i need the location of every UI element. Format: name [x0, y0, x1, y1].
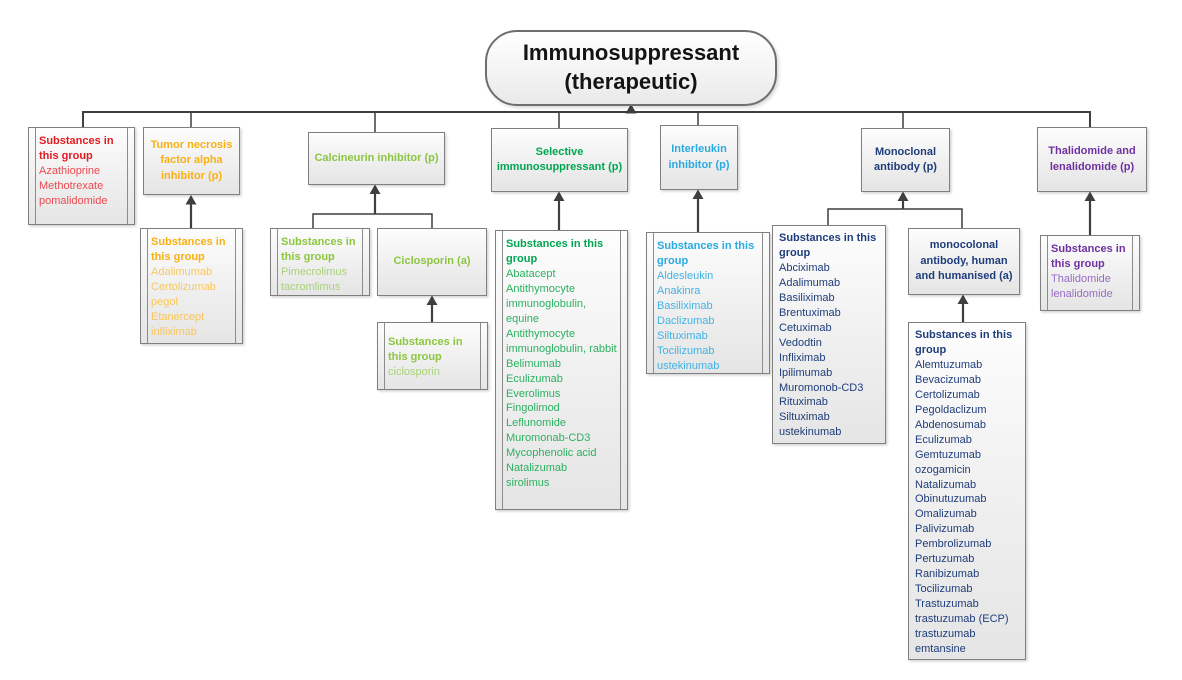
- substance-item: tacromlimus: [281, 280, 341, 293]
- substance-item: Trastuzumab: [915, 598, 979, 611]
- substance-item: Everolimus: [506, 387, 561, 400]
- node-interleukin-substances: Substances in this group Aldesleukin Ana…: [646, 232, 770, 374]
- substance-item: Natalizumab: [915, 478, 977, 491]
- node-thalidomide-substances: Substances in this group Thalidomide len…: [1040, 235, 1140, 311]
- substances-header: Substances in this group: [281, 236, 356, 263]
- node-calcineurin-inhibitor: Calcineurin inhibitor (p): [308, 132, 445, 185]
- group-label: Calcineurin inhibitor (p): [314, 151, 439, 164]
- substance-item: Certolizumab pegol: [151, 280, 216, 308]
- substance-item: Siltuximab: [657, 329, 708, 342]
- substance-item: Ranibizumab: [915, 568, 980, 581]
- group-label: monocolonal antibody, human and humanise…: [915, 239, 1013, 283]
- substance-item: Etanercept: [151, 310, 205, 323]
- substance-item: Basiliximab: [779, 291, 835, 304]
- substance-item: Azathioprine: [39, 164, 101, 177]
- substance-item: Gemtuzumab ozogamicin: [915, 448, 982, 476]
- substance-item: Rituximab: [779, 396, 828, 409]
- substances-header: Substances in this group: [151, 236, 226, 263]
- substance-item: Tocilizumab: [657, 344, 715, 357]
- substance-item: Abdenosumab: [915, 418, 986, 431]
- group-label: Ciclosporin (a): [393, 255, 471, 268]
- substance-item: Siltuximab: [779, 411, 830, 424]
- group-label: Tumor necrosis factor alpha inhibitor (p…: [150, 138, 233, 182]
- node-monoclonal-substances: Substances in this group Abciximab Adali…: [772, 225, 886, 444]
- substances-header: Substances in this group: [1051, 243, 1126, 270]
- node-ciclosporin: Ciclosporin (a): [377, 228, 487, 296]
- substance-item: Tocilizumab: [915, 583, 973, 596]
- substance-item: Fingolimod: [506, 402, 560, 415]
- node-monoclonal-human-humanised: monocolonal antibody, human and humanise…: [908, 228, 1020, 295]
- substance-item: Basiliximab: [657, 299, 713, 312]
- substance-item: Abatacept: [506, 267, 556, 280]
- substances-header: Substances in this group: [779, 232, 877, 259]
- substance-item: Bevacizumab: [915, 373, 982, 386]
- group-label: Selective immunosuppressant (p): [496, 145, 623, 173]
- substance-item: Alemtuzumab: [915, 358, 983, 371]
- group-label: Monoclonal antibody (p): [874, 145, 937, 173]
- node-monoclonal-human-substances: Substances in this group Alemtuzumab Bev…: [908, 322, 1026, 660]
- substance-item: Mycophenolic acid: [506, 447, 597, 460]
- substance-item: trastuzumab emtansine: [915, 628, 976, 656]
- substance-item: ciclosporin: [388, 365, 440, 378]
- substance-item: ustekinumab: [657, 359, 720, 372]
- substances-header: Substances in this group: [388, 336, 463, 363]
- substance-item: Cetuximab: [779, 321, 832, 334]
- node-direct-substances: Substances in this group Azathioprine Me…: [28, 127, 135, 225]
- substance-item: Muromonab-CD3: [506, 432, 591, 445]
- node-calcineurin-substances: Substances in this group Pimecrolimus ta…: [270, 228, 370, 296]
- substance-item: Daclizumab: [657, 314, 715, 327]
- substance-item: sirolimus: [506, 477, 550, 490]
- root-title-line1: Immunosuppressant: [522, 40, 740, 66]
- substance-item: lenalidomide: [1051, 287, 1113, 300]
- substance-item: Omalizumab: [915, 508, 977, 521]
- node-selective-substances: Substances in this group Abatacept Antit…: [495, 230, 628, 510]
- substance-item: Thalidomide: [1051, 272, 1111, 285]
- substance-item: Adalimumab: [151, 265, 213, 278]
- substance-item: Antithymocyte immunoglobulin, equine: [506, 282, 587, 325]
- substance-item: Pembrolizumab: [915, 538, 992, 551]
- node-interleukin-inhibitor: Interleukin inhibitor (p): [660, 125, 738, 190]
- substance-item: Obinutuzumab: [915, 493, 987, 506]
- substance-item: Muromonob-CD3: [779, 381, 864, 394]
- substance-item: Belimumab: [506, 357, 562, 370]
- substances-header: Substances in this group: [506, 238, 604, 265]
- node-monoclonal-antibody: Monoclonal antibody (p): [861, 128, 950, 192]
- substance-item: Eculizumab: [915, 433, 972, 446]
- substance-item: Ipilimumab: [779, 366, 833, 379]
- substance-item: Aldesleukin: [657, 269, 714, 282]
- substance-item: Anakinra: [657, 284, 701, 297]
- node-tnf-alpha-inhibitor: Tumor necrosis factor alpha inhibitor (p…: [143, 127, 240, 195]
- node-ciclosporin-substances: Substances in this group ciclosporin: [377, 322, 488, 390]
- substance-item: Certolizumab: [915, 388, 980, 401]
- substance-item: infliximab: [151, 325, 197, 338]
- node-thalidomide-lenalidomide: Thalidomide and lenalidomide (p): [1037, 127, 1147, 192]
- substances-header: Substances in this group: [39, 135, 114, 162]
- substances-header: Substances in this group: [915, 329, 1013, 356]
- node-immunosuppressant-root: Immunosuppressant (therapeutic): [485, 30, 777, 106]
- substance-item: Pertuzumab: [915, 553, 975, 566]
- group-label: Interleukin inhibitor (p): [668, 143, 730, 171]
- substance-item: Pimecrolimus: [281, 265, 348, 278]
- substances-header: Substances in this group: [657, 240, 755, 267]
- substance-item: Methotrexate: [39, 179, 104, 192]
- substance-item: Vedodtin: [779, 336, 822, 349]
- substance-item: Palivizumab: [915, 523, 975, 536]
- substance-item: Adalimumab: [779, 276, 841, 289]
- substance-item: Infliximab: [779, 351, 826, 364]
- substance-item: Leflunomide: [506, 417, 566, 430]
- node-tnf-substances: Substances in this group Adalimumab Cert…: [140, 228, 243, 344]
- substance-item: Natalizumab: [506, 462, 568, 475]
- substance-item: Eculizumab: [506, 372, 563, 385]
- substance-item: pomalidomide: [39, 194, 108, 207]
- group-label: Thalidomide and lenalidomide (p): [1048, 145, 1136, 173]
- substance-item: Brentuximab: [779, 306, 841, 319]
- substance-item: Pegoldaclizum: [915, 403, 987, 416]
- substance-item: Antithymocyte immunoglobulin, rabbit: [506, 327, 617, 355]
- root-title-line2: (therapeutic): [564, 69, 698, 94]
- substance-item: trastuzumab (ECP): [915, 613, 1009, 626]
- node-selective-immunosuppressant: Selective immunosuppressant (p): [491, 128, 628, 192]
- substance-item: ustekinumab: [779, 426, 842, 439]
- substance-item: Abciximab: [779, 261, 830, 274]
